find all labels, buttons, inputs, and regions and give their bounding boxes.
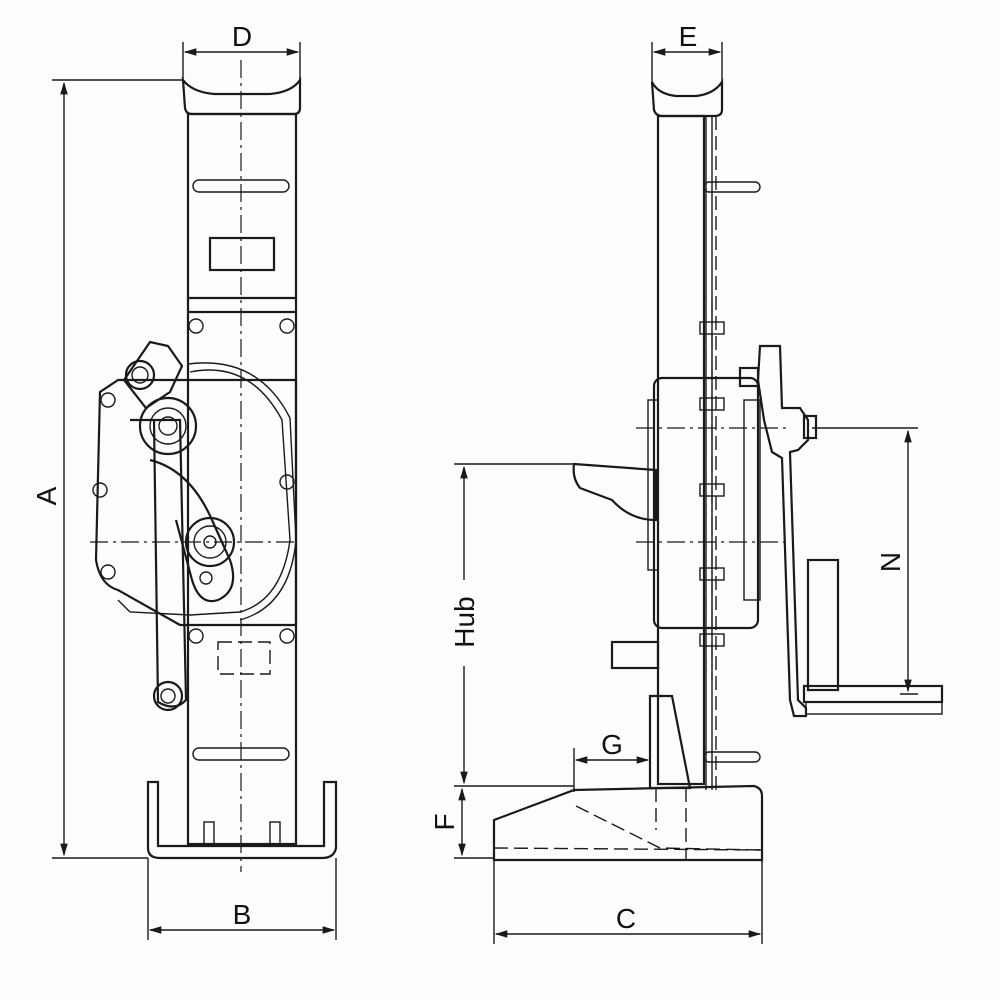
side-gear-housing bbox=[652, 376, 760, 630]
front-view bbox=[90, 60, 338, 872]
side-handle-arm bbox=[756, 344, 810, 718]
side-view bbox=[492, 78, 944, 862]
label-g: G bbox=[601, 729, 623, 760]
label-d: D bbox=[232, 21, 252, 52]
side-top-claw bbox=[650, 78, 724, 118]
side-handle-sleeve bbox=[806, 558, 840, 692]
front-foot-plate bbox=[146, 780, 338, 860]
side-boss bbox=[610, 640, 660, 670]
side-base bbox=[492, 784, 764, 862]
side-lower-pin bbox=[703, 751, 761, 763]
side-crank-grip bbox=[802, 684, 944, 704]
front-drive-gear bbox=[138, 396, 198, 456]
label-a: A bbox=[31, 486, 62, 505]
front-bolts bbox=[92, 318, 295, 644]
side-toe-nose bbox=[572, 462, 658, 522]
front-hidden-block bbox=[217, 641, 271, 675]
side-pawl-block bbox=[738, 366, 760, 388]
side-rack-column bbox=[656, 114, 706, 786]
label-f: F bbox=[429, 813, 460, 830]
front-dimensions: D A B bbox=[31, 21, 337, 940]
front-name-plate bbox=[208, 236, 276, 272]
front-handle-lever bbox=[130, 418, 188, 708]
front-pawl-pin bbox=[124, 359, 156, 391]
label-n: N bbox=[875, 552, 906, 572]
side-lower-toe bbox=[648, 694, 692, 790]
label-e: E bbox=[679, 21, 698, 52]
front-rack-column bbox=[186, 112, 298, 846]
side-dimensions: E Hub F G C N bbox=[429, 21, 918, 944]
front-handle-pivot bbox=[152, 680, 184, 712]
front-housing-plate bbox=[94, 378, 298, 627]
label-b: B bbox=[233, 899, 252, 930]
label-hub: Hub bbox=[449, 596, 480, 647]
side-upper-pin bbox=[703, 181, 761, 193]
label-c: C bbox=[616, 903, 636, 934]
